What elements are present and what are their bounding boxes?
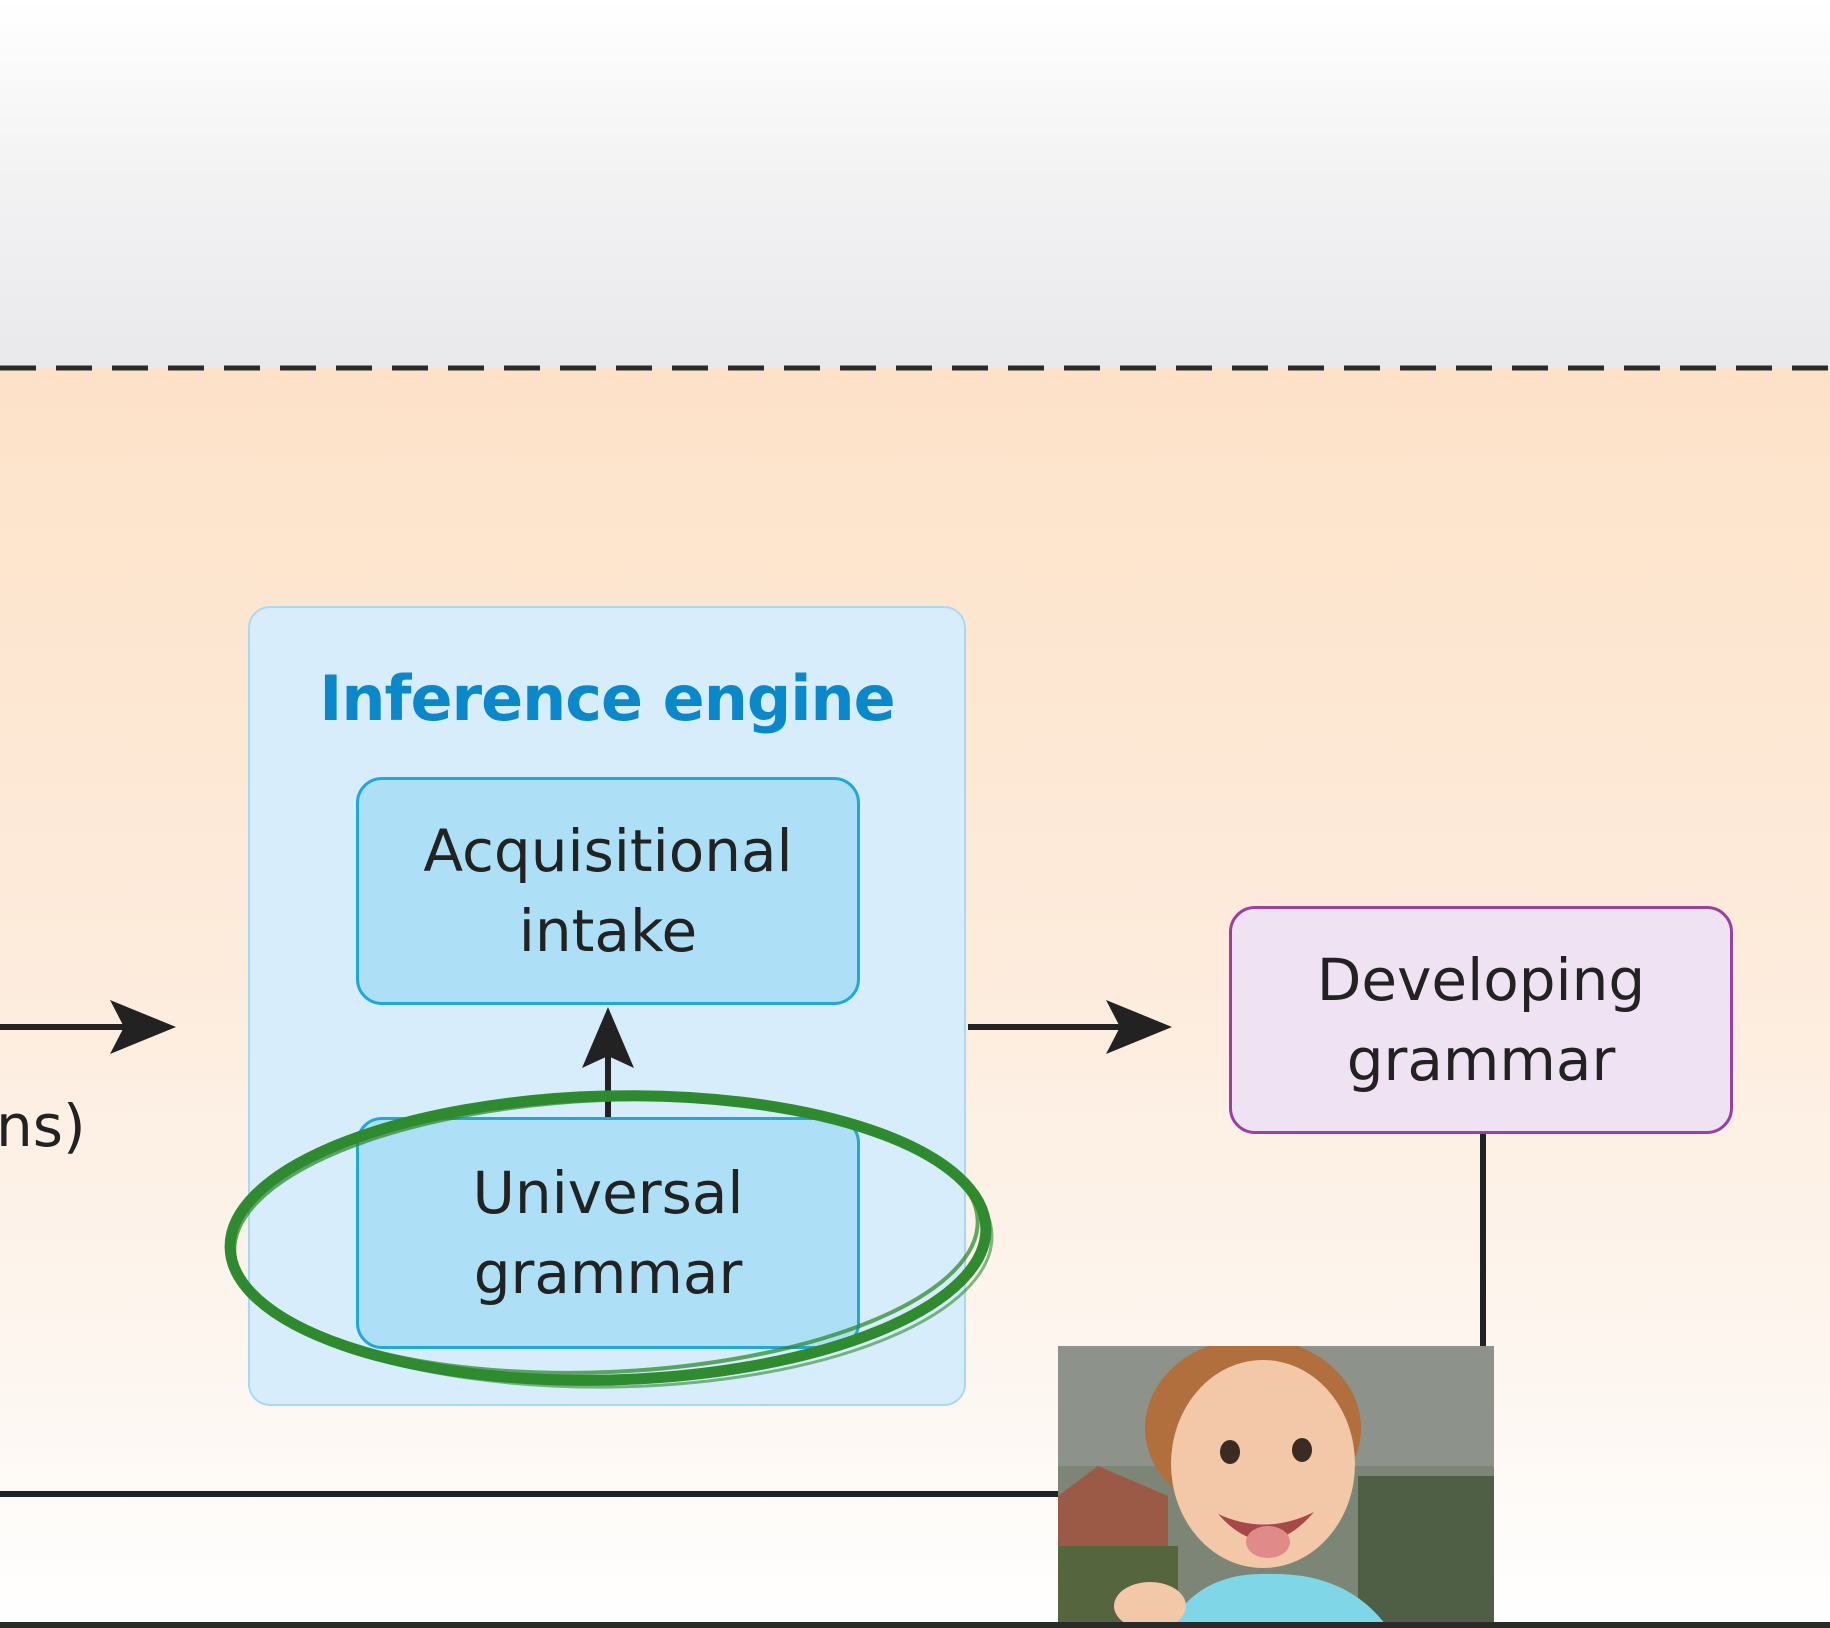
partial-left-label: ns) (0, 1092, 86, 1160)
arrow-into-engine (0, 1000, 176, 1054)
highlight-ellipse (224, 1090, 994, 1389)
universal-grammar-box: Universal grammar (356, 1117, 860, 1349)
upper-region (0, 0, 1830, 368)
inference-engine-title: Inference engine (319, 662, 895, 735)
developing-grammar-box: Developing grammar (1229, 906, 1733, 1134)
acquisitional-intake-box: Acquisitional intake (356, 777, 860, 1005)
child-photo-icon (1058, 1346, 1494, 1628)
arrow-engine-to-developing (968, 1000, 1172, 1054)
child-photo (1058, 1346, 1494, 1628)
arrow-ug-to-intake (582, 1007, 634, 1117)
bottom-border (0, 1622, 1830, 1628)
